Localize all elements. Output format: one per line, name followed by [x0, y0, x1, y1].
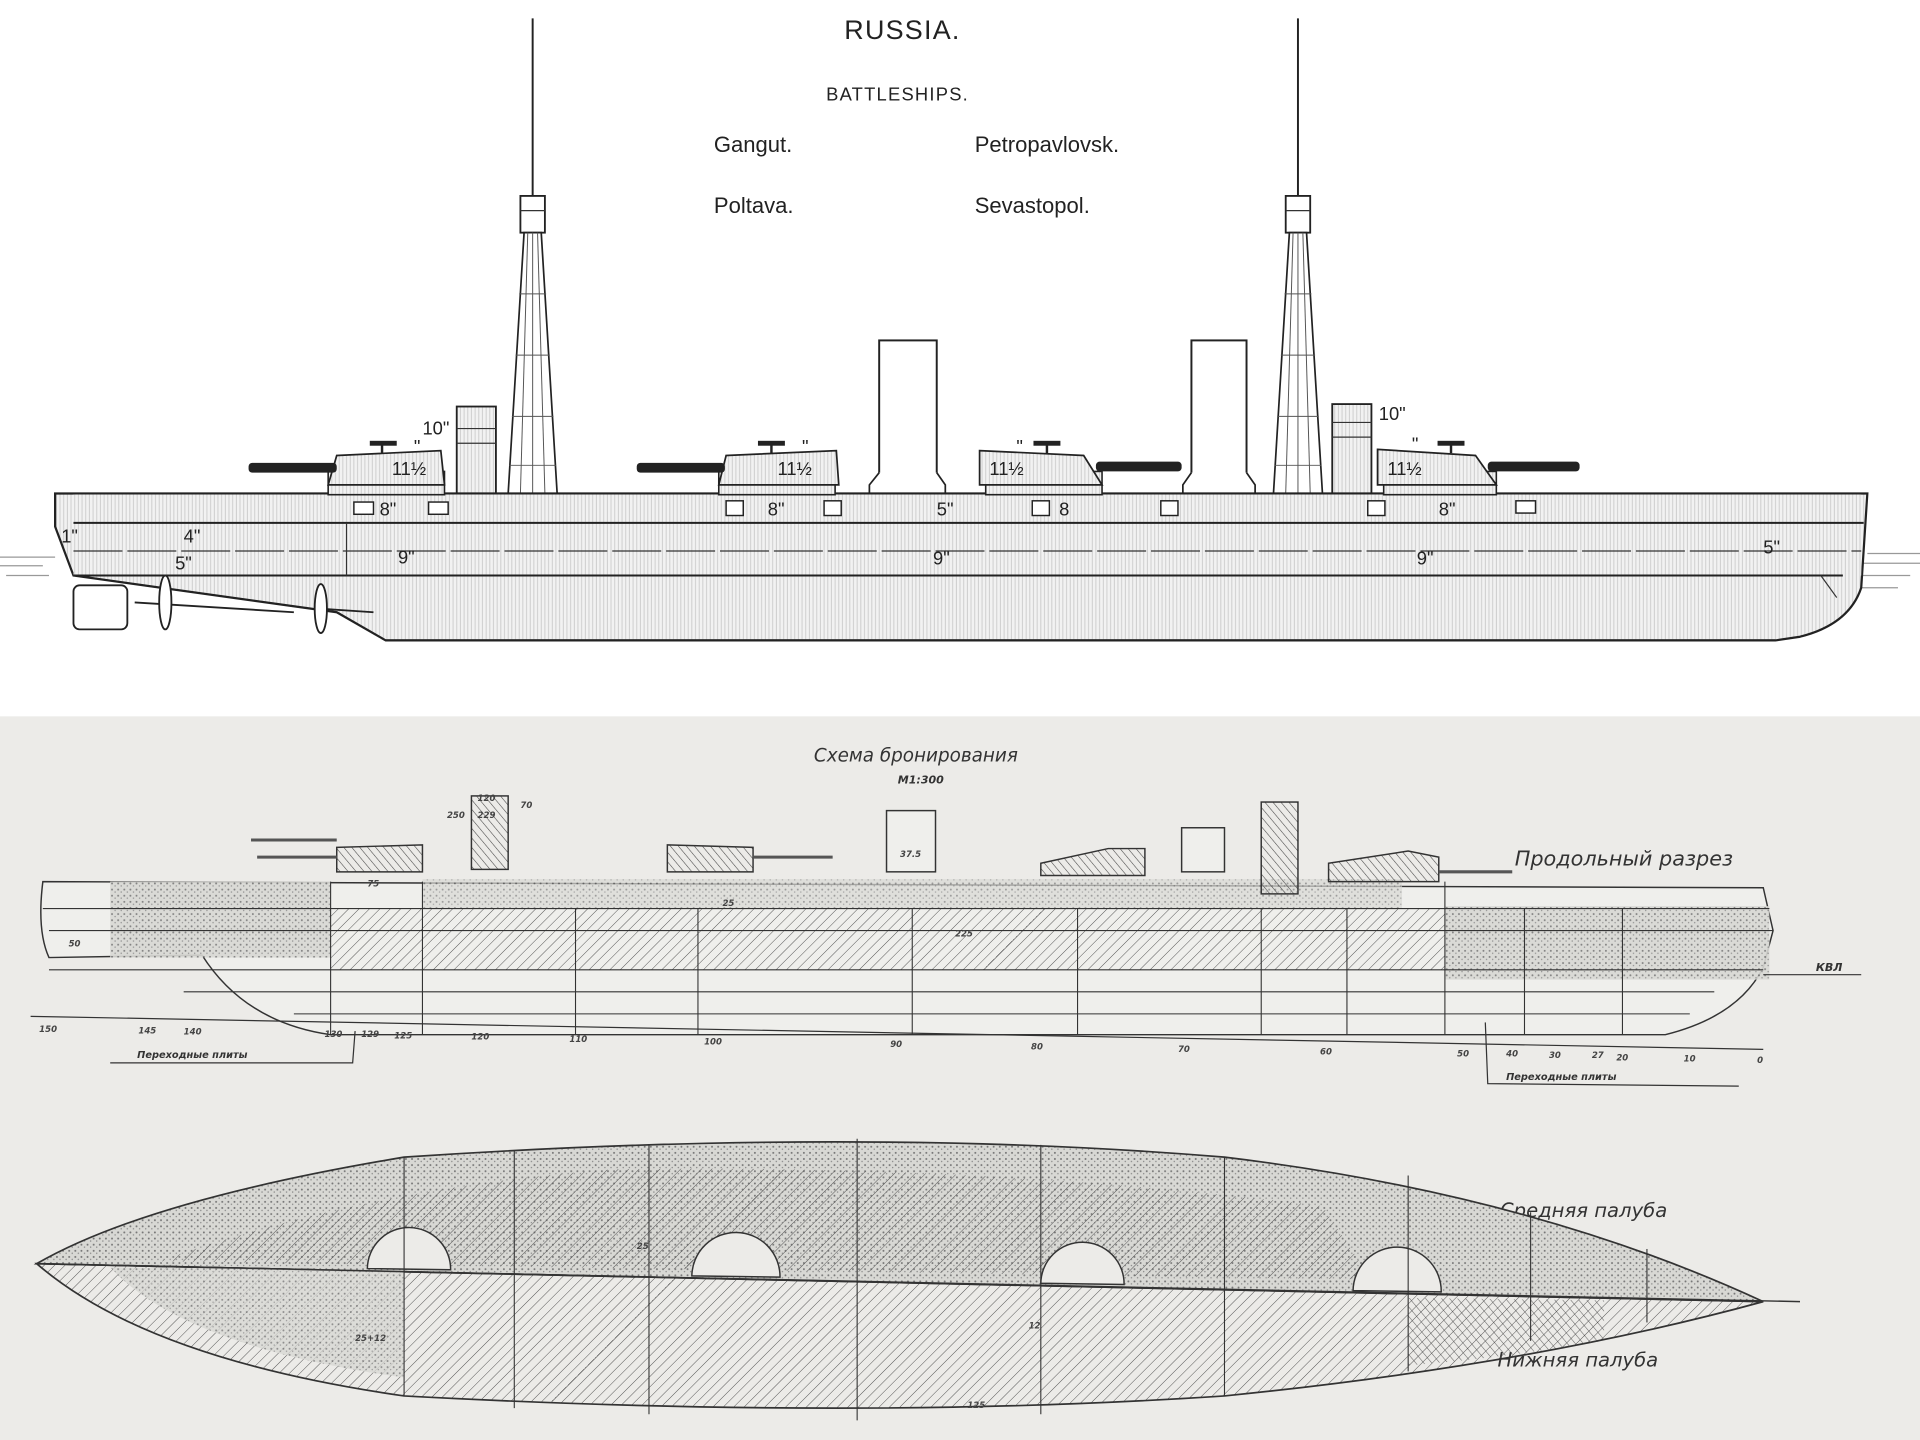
armor-label: 8"	[1439, 499, 1456, 520]
mainmast	[1272, 18, 1324, 495]
conning-tower-aft	[1331, 403, 1373, 496]
category-title: BATTLESHIPS.	[826, 83, 969, 104]
middle-deck-label: Средняя палуба	[1500, 1199, 1667, 1222]
armor-value: 120	[478, 794, 496, 804]
armor-label: 11½	[778, 458, 812, 479]
armor-label: 10"	[422, 418, 449, 439]
armor-label: 9"	[933, 547, 950, 568]
frame-number: 70	[1178, 1045, 1190, 1055]
frame-number: 50	[1457, 1050, 1469, 1060]
frame-number: 145	[138, 1026, 156, 1036]
armor-label: "	[414, 436, 421, 457]
transition-plates-label: Переходные плиты	[1506, 1072, 1616, 1083]
frame-number: 125	[394, 1031, 412, 1041]
armor-label: 10"	[1379, 403, 1406, 424]
bottom-plate: Схема бронирования М1:300 Продольный раз…	[0, 716, 1920, 1440]
barbettes	[366, 1226, 1442, 1293]
ship-name: Gangut.	[714, 132, 792, 157]
profile-label: Продольный разрез	[1515, 847, 1733, 871]
propeller-shafts	[134, 574, 374, 634]
country-title: RUSSIA.	[844, 15, 960, 45]
armor-value: 70	[520, 801, 532, 811]
frame-number: 130	[324, 1030, 342, 1040]
waterline-label: КВЛ	[1816, 961, 1843, 974]
armor-label: 9"	[1417, 547, 1434, 568]
top-plate: RUSSIA. BATTLESHIPS. Gangut. Petropavlov…	[0, 0, 1920, 717]
armor-label: 4"	[184, 525, 201, 546]
frame-number: 0	[1757, 1056, 1763, 1066]
frame-number: 100	[704, 1037, 722, 1047]
armor-labels: 10" 10" 11½ 11½ 11½ 11½ " " " " 8" 8" 8 …	[61, 403, 1780, 573]
armor-label: 11½	[392, 458, 426, 479]
turret-a	[248, 440, 446, 496]
armor-value: 75	[367, 880, 379, 890]
armor-label: "	[802, 436, 809, 457]
foremast	[507, 18, 559, 495]
frame-number: 10	[1684, 1055, 1696, 1065]
frame-number: 150	[39, 1025, 57, 1035]
hull-profile	[54, 492, 1869, 642]
frame-number: 140	[184, 1028, 202, 1038]
lower-deck-label: Нижняя палуба	[1498, 1349, 1659, 1372]
turret-c	[978, 440, 1182, 496]
armor-value: 225	[955, 930, 973, 940]
scheme-title: Схема бронирования	[814, 746, 1018, 767]
funnel-aft	[1182, 339, 1256, 496]
ship-name: Poltava.	[714, 193, 794, 218]
armor-label: 5"	[1763, 536, 1780, 557]
armor-value: 229	[478, 811, 496, 821]
frame-numbers: 150 145 140 130 129 125 120 110 100 90 8…	[39, 1025, 1763, 1066]
ship-name: Sevastopol.	[975, 193, 1090, 218]
armor-value: 25	[722, 899, 734, 909]
armor-label: 8	[1059, 499, 1069, 520]
casemate-ports	[353, 500, 1537, 517]
scheme-scale: М1:300	[898, 774, 944, 787]
frame-number: 60	[1320, 1047, 1332, 1057]
turret-b	[636, 440, 840, 496]
armor-label: 9"	[398, 546, 415, 567]
armor-value: 25+12	[355, 1334, 386, 1344]
armor-label: "	[1412, 434, 1419, 455]
turret-d	[1376, 440, 1580, 496]
funnel-fwd	[868, 339, 947, 496]
frame-number: 90	[890, 1040, 902, 1050]
frame-number: 120	[471, 1033, 489, 1043]
frame-number: 80	[1031, 1042, 1043, 1052]
frame-number: 30	[1549, 1051, 1561, 1061]
transition-plates-label: Переходные плиты	[137, 1050, 247, 1061]
longitudinal-section: КВЛ 150 145 140 130 129 125 120 110 100 …	[30, 794, 1862, 1087]
sea-surface	[0, 552, 1920, 589]
armor-value: 25	[637, 1242, 649, 1252]
armor-value: 250	[447, 811, 465, 821]
frame-number: 110	[569, 1035, 587, 1045]
frame-number: 129	[361, 1030, 379, 1040]
rudder	[72, 584, 129, 631]
armor-label: 8"	[768, 499, 785, 520]
conning-tower-fwd	[455, 405, 497, 496]
armor-label: "	[1016, 436, 1023, 457]
armor-label: 11½	[989, 458, 1023, 479]
armor-value: 125	[967, 1401, 985, 1411]
armor-value: 37.5	[900, 850, 921, 860]
armor-label: 8"	[380, 499, 397, 520]
armor-value: 50	[69, 940, 81, 950]
frame-number: 27	[1592, 1051, 1604, 1061]
armor-label: 1"	[61, 525, 78, 546]
armor-label: 5"	[175, 552, 192, 573]
armor-label: 5"	[937, 499, 954, 520]
armor-label: 11½	[1387, 458, 1421, 479]
armor-value: 12	[1029, 1322, 1041, 1332]
frame-number: 40	[1505, 1050, 1518, 1060]
ship-name: Petropavlovsk.	[975, 132, 1120, 157]
deck-plans: 125 12 25+12 25	[33, 1138, 1801, 1421]
frame-number: 20	[1616, 1053, 1628, 1063]
